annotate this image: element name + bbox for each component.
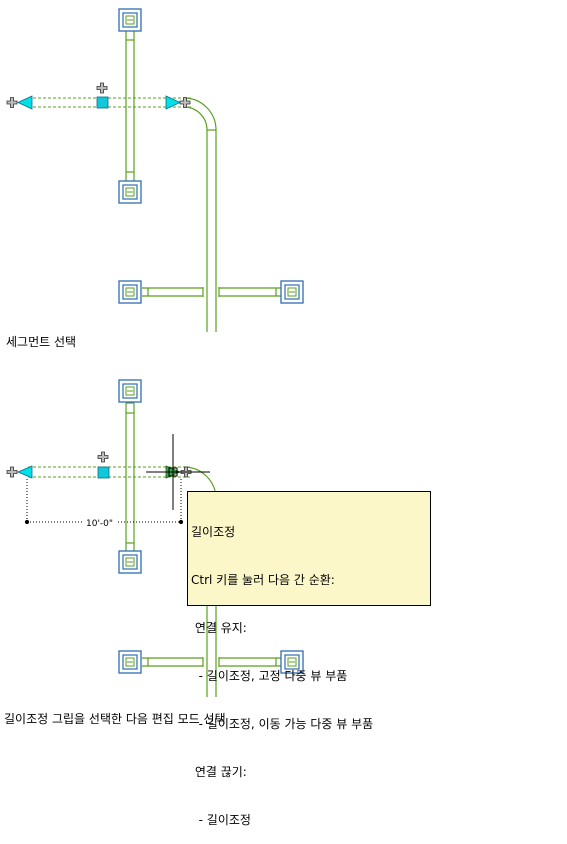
drawing-canvas[interactable]: 10'-0" [0,0,567,736]
add-grip-left-icon[interactable] [6,97,18,108]
lengthen-grip-left-icon-2[interactable] [16,465,33,479]
lengthen-grip-right-icon[interactable] [165,95,181,110]
location-grip-icon[interactable] [96,96,109,109]
tooltip-title: 길이조정 [191,525,236,539]
add-grip-top-icon[interactable] [96,82,108,94]
tooltip-line-maintain: 연결 유지: [191,621,247,635]
fixture-mid-2[interactable] [118,550,142,574]
tooltip-line-lengthen: - 길이조정 [191,813,251,827]
elbow-pipe[interactable] [183,97,217,332]
fixture-bottom-left-2[interactable] [118,650,142,674]
dimension-label: 10'-0" [86,519,113,529]
location-grip-icon-2[interactable] [97,466,110,479]
tooltip-line-break: 연결 끊기: [191,765,247,779]
diagram-segment-selected[interactable] [6,8,304,332]
fixture-top-2[interactable] [118,379,142,403]
tooltip-line-movable: - 길이조정, 이동 가능 다중 뷰 부품 [191,717,374,731]
fixture-mid[interactable] [118,180,142,204]
tooltip-line-fixed: - 길이조정, 고정 다중 뷰 부품 [191,669,348,683]
fixture-top[interactable] [118,8,142,32]
caption-lengthen-grip-selected: 길이조정 그립을 선택한 다음 편집 모드 선택 [4,712,226,726]
bottom-branch-pipe[interactable] [142,287,281,297]
add-grip-right-icon[interactable] [179,97,191,108]
bottom-branch-pipe-2[interactable] [142,657,281,667]
dimension-line [24,479,184,525]
lengthen-grip-tooltip: 길이조정 Ctrl 키를 눌러 다음 간 순환: 연결 유지: - 길이조정, … [187,491,431,827]
selected-segment[interactable] [28,97,192,108]
add-grip-top-icon-2[interactable] [97,451,109,463]
fixture-bottom-right[interactable] [280,280,304,304]
lengthen-grip-left-icon[interactable] [17,95,33,110]
add-grip-left-icon-2[interactable] [6,466,18,478]
fixture-bottom-left[interactable] [118,280,142,304]
diagram-lengthen-grip-selected[interactable]: 10'-0" [6,379,304,697]
tooltip-line-cycle: Ctrl 키를 눌러 다음 간 순환: [191,573,335,587]
vertical-pipe[interactable] [125,29,135,182]
crosshair-cursor-icon [146,434,210,510]
caption-segment-selected: 세그먼트 선택 [6,335,77,349]
